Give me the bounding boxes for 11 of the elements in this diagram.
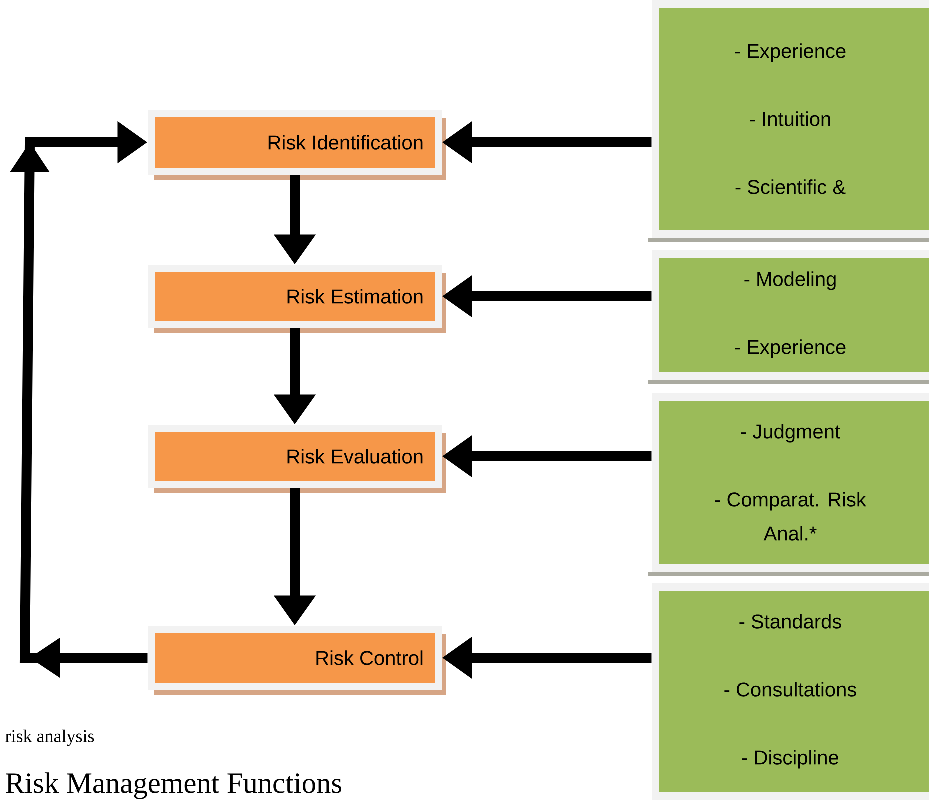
- process-box: Risk Evaluation: [148, 425, 446, 493]
- source-box: - Modeling - Experience: [648, 250, 929, 384]
- arrow: [10, 121, 148, 678]
- process-box: Risk Control: [148, 626, 446, 695]
- source-box: - Judgment - Comparat. Risk Anal.*: [648, 393, 929, 576]
- heading-text: Risk Management Functions: [6, 772, 342, 800]
- source-box: - Standards - Consultations - Discipline: [652, 583, 929, 800]
- source-box: - Experience - Intuition - Scientific &: [648, 0, 929, 242]
- process-box: Risk Estimation: [148, 265, 446, 333]
- note-text: risk analysis: [6, 730, 94, 746]
- process-box: Risk Identification: [148, 110, 446, 180]
